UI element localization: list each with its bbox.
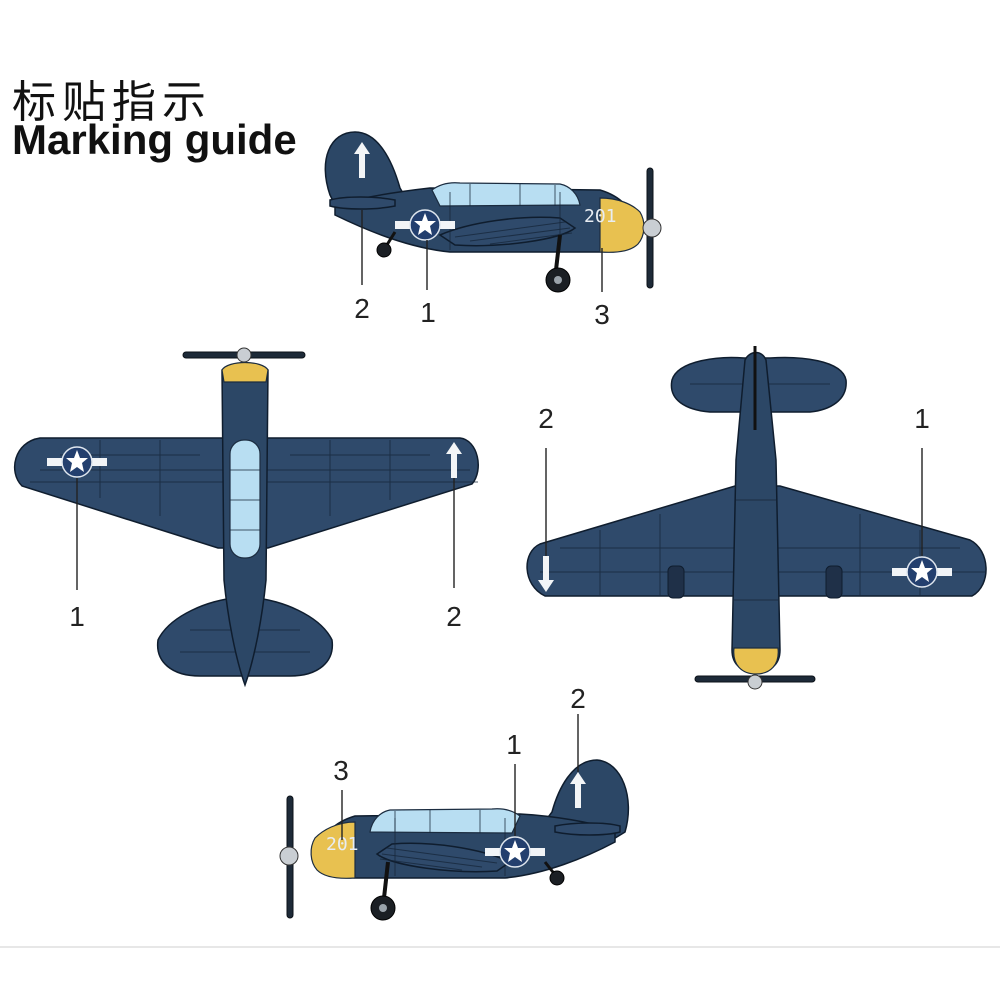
tail-wheel — [549, 870, 565, 886]
wing — [438, 216, 577, 247]
bottom-view: 2 1 — [526, 346, 987, 690]
tail-wheel — [376, 242, 392, 258]
cowling — [310, 821, 356, 879]
canopy — [369, 808, 521, 834]
cowling — [733, 647, 779, 675]
right-side-view: 201 3 1 2 — [279, 683, 630, 921]
callout-1: 1 — [506, 729, 522, 760]
canopy — [229, 439, 261, 559]
callout-1: 1 — [914, 403, 930, 434]
canopy — [431, 182, 581, 207]
callout-1: 1 — [69, 601, 85, 632]
cowling — [221, 361, 269, 383]
callout-3: 3 — [333, 755, 349, 786]
title-chinese: 标贴指示 — [12, 77, 212, 128]
aircraft-number: 201 — [326, 834, 359, 855]
callout-2: 2 — [354, 293, 370, 324]
callout-2: 2 — [538, 403, 554, 434]
wing — [375, 842, 512, 873]
aircraft-number: 201 — [584, 206, 617, 227]
callout-1: 1 — [420, 297, 436, 328]
left-side-view: 201 2 1 3 — [324, 131, 662, 330]
title-english: Marking guide — [12, 116, 297, 163]
callout-2: 2 — [570, 683, 586, 714]
top-view: 1 2 — [13, 347, 479, 688]
callout-3: 3 — [594, 299, 610, 330]
callout-2: 2 — [446, 601, 462, 632]
